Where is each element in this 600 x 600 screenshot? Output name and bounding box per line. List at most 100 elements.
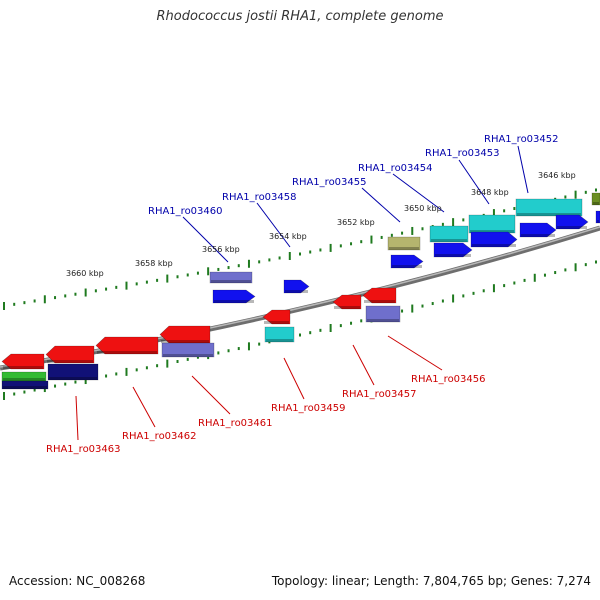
- gene-label-ro03462[interactable]: RHA1_ro03462: [122, 431, 197, 442]
- gene-ro03452-shade: [517, 213, 581, 216]
- gene-label-ro03453[interactable]: RHA1_ro03453: [425, 148, 500, 159]
- leader-ro03457: [352, 344, 375, 386]
- gene-label-ro03456[interactable]: RHA1_ro03456: [411, 374, 486, 385]
- gene-ro03451-cds-shade: [557, 226, 587, 229]
- gene-ro03459: [262, 309, 291, 325]
- gene-ro03455-body: [387, 236, 421, 251]
- gene-ro03456-shade: [367, 319, 399, 322]
- gene-ro03463-navy-shade: [3, 386, 47, 389]
- gene-ro03457-b-shade: [364, 300, 395, 303]
- gene-label-ro03459[interactable]: RHA1_ro03459: [271, 403, 346, 414]
- gene-ro03457-b-body: [362, 287, 397, 304]
- ruler-label-3656: 3656 kbp: [202, 245, 240, 254]
- gene-ro03463: [45, 345, 95, 364]
- gene-ro03454-shade: [431, 239, 467, 242]
- gene-ro03453-shade: [470, 230, 514, 233]
- gene-edge-right-body: [591, 192, 600, 206]
- gene-ro03463-shade: [47, 360, 93, 363]
- gene-ro03463-b-shade: [49, 377, 97, 380]
- gene-ro03458-body: [283, 279, 310, 294]
- gene-ro03461-b: [161, 342, 215, 358]
- gene-label-ro03458[interactable]: RHA1_ro03458: [222, 192, 297, 203]
- gene-ro03455-shade: [389, 247, 419, 250]
- ruler-label-3654: 3654 kbp: [269, 232, 307, 241]
- accession-text: Accession: NC_008268: [9, 574, 146, 588]
- gene-ro03463-navy: [1, 380, 49, 390]
- gene-ro03453-cds-shade: [472, 244, 516, 247]
- leader-ro03462: [132, 386, 156, 428]
- gene-ro03459-b-shade: [266, 339, 293, 342]
- gene-ro03460-cds-shade: [214, 300, 254, 303]
- leader-ro03456: [387, 335, 443, 371]
- ruler-label-3648: 3648 kbp: [471, 188, 509, 197]
- gene-ro03457: [332, 294, 362, 310]
- leader-ro03460: [182, 216, 229, 263]
- gene-label-ro03463[interactable]: RHA1_ro03463: [46, 444, 121, 455]
- gene-ro03460-body: [209, 271, 253, 284]
- gene-ro03451-cds: [555, 214, 589, 230]
- gene-ro03463-green-shade: [3, 378, 45, 381]
- gene-ro03457-b: [362, 287, 397, 304]
- ruler-label-3660: 3660 kbp: [66, 269, 104, 278]
- leader-ro03455: [361, 187, 401, 223]
- gene-ro03454-body: [429, 225, 469, 243]
- gene-edge-right-cds-body: [595, 210, 600, 224]
- gene-ro03459-b-body: [264, 326, 295, 343]
- gene-label-ro03457[interactable]: RHA1_ro03457: [342, 389, 417, 400]
- gene-ro03463-navy-body: [1, 380, 49, 390]
- label-leader-lines: [75, 145, 529, 441]
- ruler-label-3652: 3652 kbp: [337, 218, 375, 227]
- gene-ro03454-cds: [433, 242, 473, 258]
- gene-ro03462: [95, 336, 159, 355]
- gene-ro03463-b: [47, 363, 99, 381]
- gene-ro03455-cds-body: [390, 254, 424, 269]
- gene-ro03463a: [1, 353, 45, 370]
- gene-ro03451-cds-body: [555, 214, 589, 230]
- leader-ro03454: [392, 173, 445, 213]
- gene-ro03457-body: [332, 294, 362, 310]
- gene-ro03452-body: [515, 198, 583, 217]
- ruler-label-3646: 3646 kbp: [538, 171, 576, 180]
- gene-label-ro03452[interactable]: RHA1_ro03452: [484, 134, 559, 145]
- gene-ro03463-green: [1, 371, 47, 382]
- gene-ro03463a-shade: [3, 366, 43, 369]
- gene-ro03463-b-body: [47, 363, 99, 381]
- gene-label-ro03460[interactable]: RHA1_ro03460: [148, 206, 223, 217]
- gene-label-ro03454[interactable]: RHA1_ro03454: [358, 163, 433, 174]
- gene-ro03462-body: [95, 336, 159, 355]
- gene-ro03459-b: [264, 326, 295, 343]
- gene-edge-right-cds-shade: [597, 220, 599, 223]
- gene-ro03453-body: [468, 214, 516, 234]
- gene-ro03461-b-shade: [163, 354, 213, 357]
- gene-ro03454-cds-shade: [435, 254, 471, 257]
- gene-ro03456-body: [365, 305, 401, 323]
- gene-ro03455-cds: [390, 254, 424, 269]
- gene-ro03458-shade: [285, 290, 308, 293]
- leader-ro03453: [458, 159, 490, 205]
- gene-ro03460-cds-body: [212, 289, 256, 304]
- gene-label-ro03455[interactable]: RHA1_ro03455: [292, 177, 367, 188]
- gene-ro03460: [209, 271, 253, 284]
- gene-ro03460-shade: [211, 280, 251, 283]
- gene-ro03452-cds-body: [519, 222, 557, 238]
- gene-features: [1, 192, 600, 390]
- gene-ro03453-cds: [470, 231, 518, 248]
- gene-ro03459-body: [262, 309, 291, 325]
- map-title: Rhodococcus jostii RHA1, complete genome: [156, 9, 444, 24]
- leader-ro03461: [191, 375, 231, 415]
- gene-ro03454: [429, 225, 469, 243]
- gene-ro03463-body: [45, 345, 95, 364]
- gene-ro03458: [283, 279, 310, 294]
- ruler-label-3650: 3650 kbp: [404, 204, 442, 213]
- leader-ro03452: [517, 145, 529, 194]
- gene-ro03455-cds-shade: [392, 265, 422, 268]
- gene-ro03452-cds: [519, 222, 557, 238]
- gene-ro03461-b-body: [161, 342, 215, 358]
- ruler-label-3658: 3658 kbp: [135, 259, 173, 268]
- gene-label-ro03461[interactable]: RHA1_ro03461: [198, 418, 273, 429]
- gene-ro03460-cds: [212, 289, 256, 304]
- gene-ro03461-shade: [161, 340, 209, 343]
- leader-ro03463: [75, 395, 79, 441]
- gene-ro03456: [365, 305, 401, 323]
